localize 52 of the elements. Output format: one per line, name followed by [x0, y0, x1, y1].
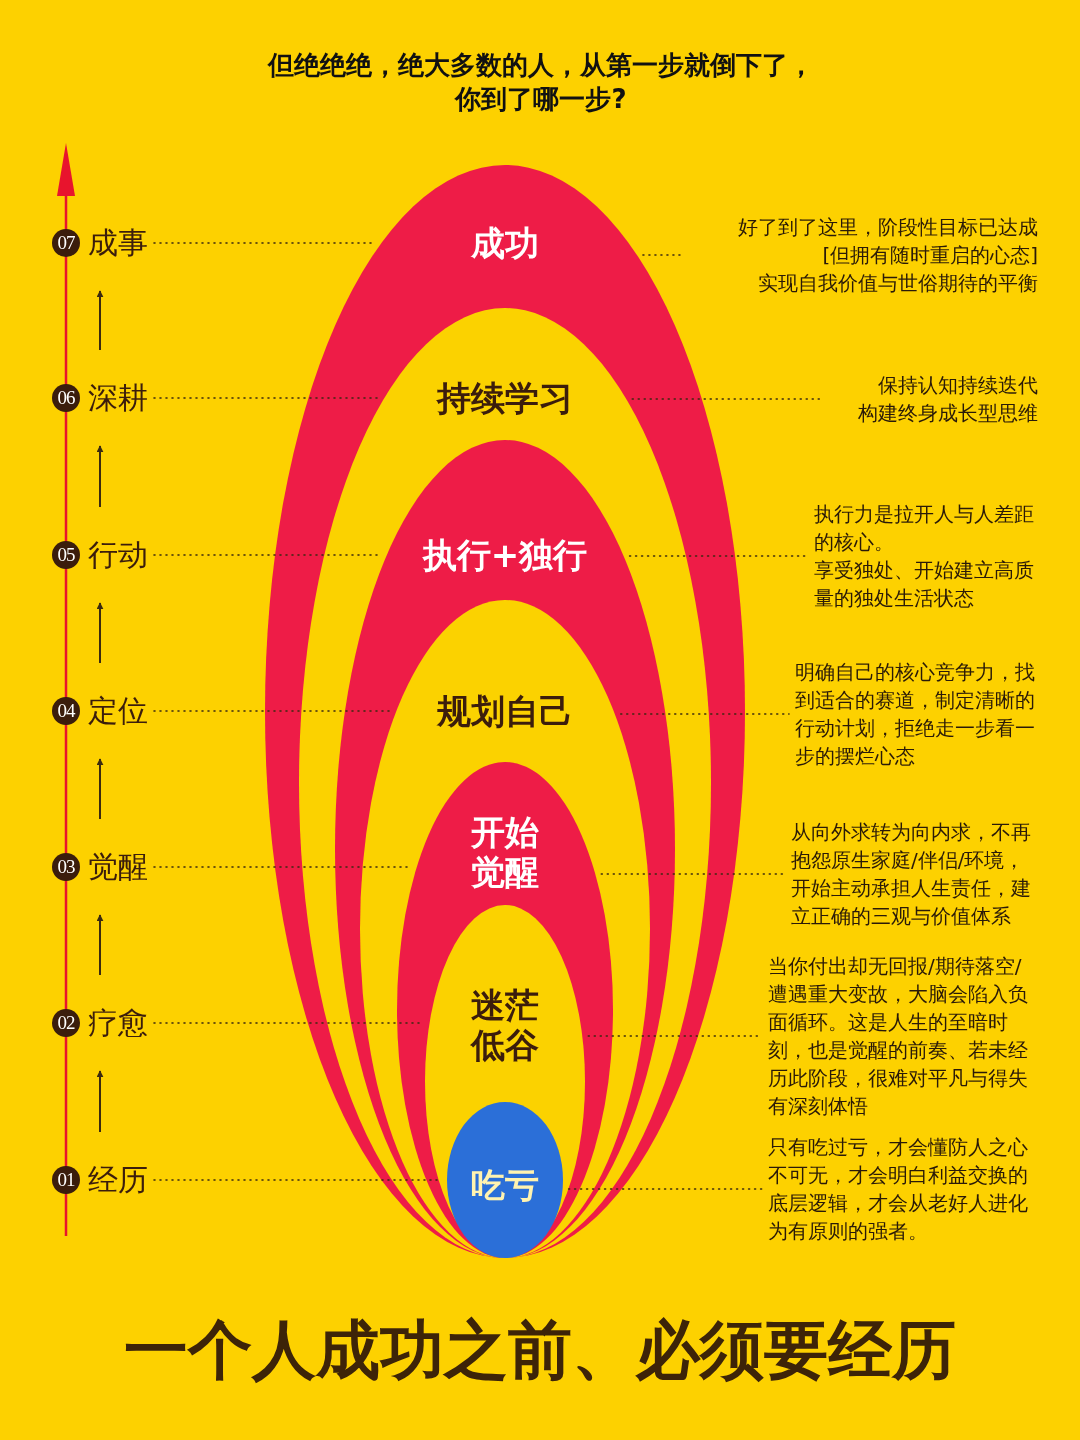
dotted-line [153, 397, 380, 399]
stage-title: 成功 [471, 223, 539, 263]
description-text: 明确自己的核心竞争力，找到适合的赛道，制定清晰的行动计划，拒绝走一步看一步的摆烂心态 [795, 659, 1036, 770]
step-number-badge: 04 [52, 697, 80, 725]
description-text: 执行力是拉开人与人差距的核心。 [814, 501, 1035, 556]
stage-title: 开始觉醒 [470, 812, 540, 892]
ellipse-layer [360, 600, 650, 1258]
step-number-badge: 01 [52, 1166, 80, 1194]
dotted-line [631, 398, 821, 400]
description-text: 保持认知持续迭代 [877, 372, 1038, 399]
dotted-line [567, 1188, 763, 1190]
step-name: 疗愈 [88, 1005, 148, 1041]
arrow [96, 290, 104, 351]
stage-title: 执行+独行 [422, 535, 588, 575]
step-name: 觉醒 [88, 849, 148, 885]
step-number-badge: 07 [52, 229, 80, 257]
title: 一个人成功之前、必须要经历 [123, 1312, 957, 1389]
step-number-badge: 06 [52, 384, 80, 412]
step-number-badge: 02 [52, 1009, 80, 1037]
step-number-badge: 03 [52, 853, 80, 881]
subtitle-text: 但绝绝绝，绝大多数的人，从第一步就倒下了，你到了哪一步? [266, 49, 815, 116]
description-text: 享受独处、开始建立高质量的独处生活状态 [814, 557, 1035, 612]
dotted-line [619, 713, 790, 715]
arrow [96, 445, 104, 508]
stage-title: 规划自己 [437, 691, 573, 731]
dotted-line [153, 710, 392, 712]
step-name: 深耕 [88, 380, 148, 416]
description-text: 从向外求转为向内求，不再抱怨原生家庭/伴侣/环境，开始主动承担人生责任，建立正确的三观与价值体系 [791, 819, 1032, 930]
description-text: 实现自我价值与世俗期待的平衡 [757, 270, 1038, 297]
step-name: 定位 [88, 693, 148, 729]
step-name: 经历 [88, 1162, 148, 1198]
dotted-line [600, 873, 786, 875]
stage-title: 吃亏 [471, 1165, 539, 1205]
circle-shape [447, 1102, 563, 1258]
stage-title: 迷茫低谷 [469, 985, 540, 1065]
ellipse-layer [299, 308, 711, 1258]
arrow [96, 1070, 104, 1133]
stage-title: 持续学习 [437, 378, 573, 418]
step-name: 行动 [88, 537, 148, 573]
description-text: 只有吃过亏，才会懂防人之心不可无，才会明白利益交换的底层逻辑，才会从老好人进化为有原则的强者。 [768, 1134, 1029, 1245]
arrow [96, 602, 104, 664]
arrow [96, 758, 104, 820]
arrow [96, 914, 104, 976]
ellipse-layer [335, 440, 675, 1258]
step-number-badge: 05 [52, 541, 80, 569]
description-text: [但拥有随时重启的心态] [821, 242, 1038, 269]
step-name: 成事 [88, 225, 148, 261]
description-text: 构建终身成长型思维 [857, 400, 1038, 427]
ellipse-layer [397, 762, 613, 1258]
ellipse-layer [425, 905, 585, 1258]
description-text: 好了到了这里，阶段性目标已达成 [737, 214, 1038, 241]
description-text: 当你付出却无回报/期待落空/遭遇重大变故，大脑会陷入负面循环。这是人生的至暗时刻，也是觉醒的前奏、若未经历此阶段，很难对平凡与得失有深刻体悟 [768, 953, 1029, 1120]
